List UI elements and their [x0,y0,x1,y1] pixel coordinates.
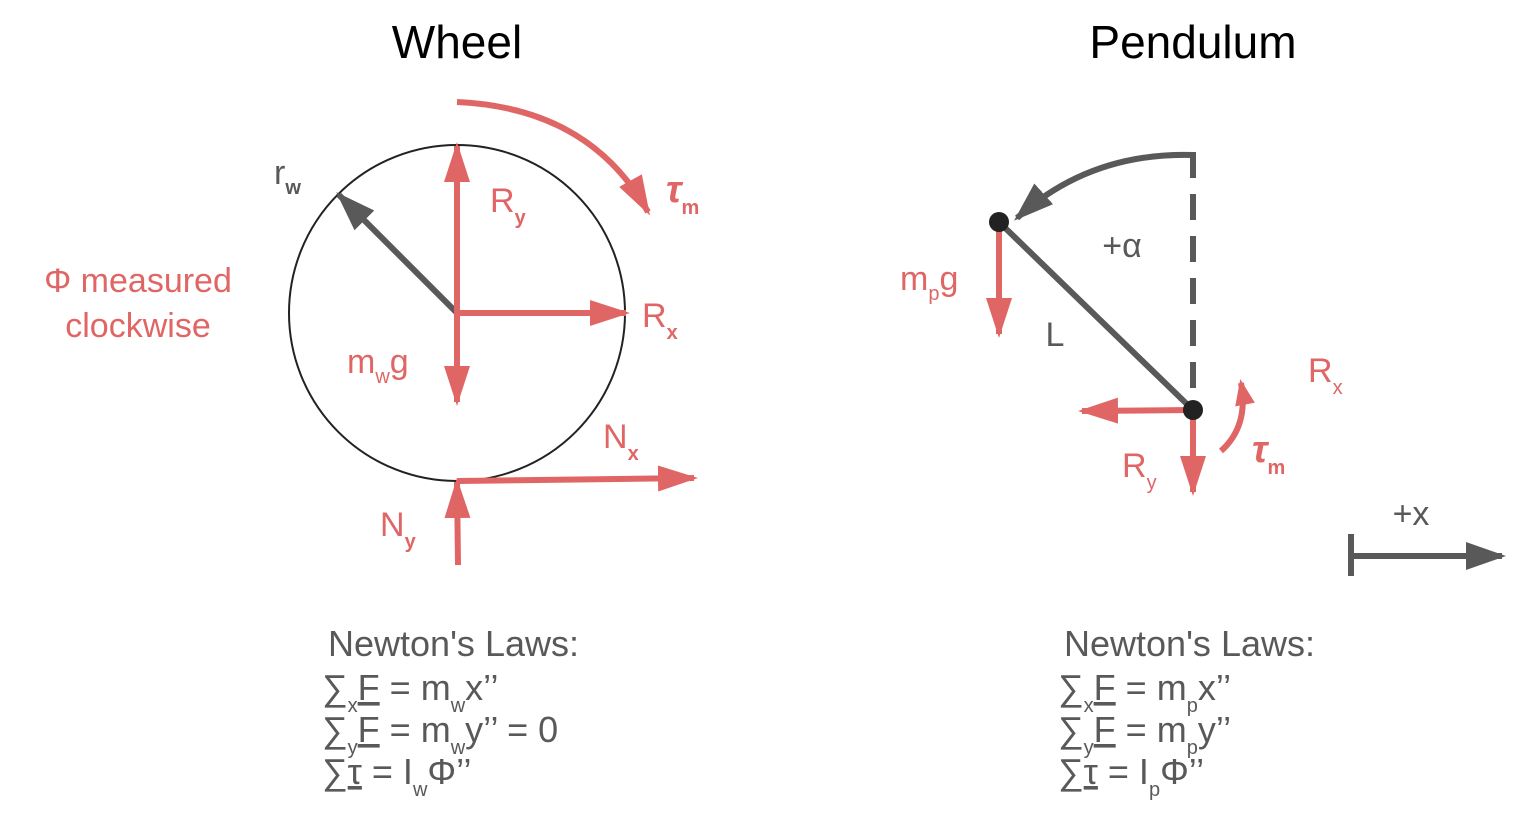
law-rhs: Φ’’ [1160,751,1204,792]
sum-index: x [1084,695,1094,717]
pendulum-laws: ∑xF = mpx’’∑yF = mpy’’∑τ = IpΦ’’ [1058,667,1231,801]
wheel-law-2: ∑yF = mwy’’ = 0 [322,709,558,759]
law-symbol: F [358,667,380,708]
pendulum-laws-title: Newton's Laws: [1064,623,1315,664]
law-equals: = m [1116,667,1187,708]
Nx-label: Nx [603,418,639,465]
sum-symbol: ∑ [1058,751,1084,792]
pendulum-torque-label: τm [1252,429,1285,479]
phi-note-line2: clockwise [65,307,210,345]
radius-arrow [336,192,460,316]
Nx-arrow [456,465,698,492]
law-symbol: τ [1084,751,1098,792]
sum-symbol: ∑ [322,667,348,708]
pendulum-mass-point [989,212,1009,232]
mass-subscript: p [1187,737,1198,759]
sum-index: y [1084,737,1094,759]
wheel-weight-label: mwg [347,343,409,388]
radius-label: rw [274,154,301,199]
wheel-laws: ∑xF = mwx’’∑yF = mwy’’ = 0∑τ = IwΦ’’ [322,667,558,801]
law-equals: = m [380,667,451,708]
motor-torque-arrow [456,99,651,216]
sum-symbol: ∑ [322,709,348,750]
sum-symbol: ∑ [1058,667,1084,708]
law-symbol: τ [348,751,362,792]
pendulum-law-3: ∑τ = IpΦ’’ [1058,751,1204,801]
mass-subscript: w [412,779,428,801]
length-label: L [1046,316,1065,354]
sum-symbol: ∑ [1058,709,1084,750]
law-symbol: F [1094,709,1116,750]
law-equals: = m [380,709,451,750]
sum-index: y [348,737,358,759]
pendulum-law-2: ∑yF = mpy’’ [1058,709,1231,759]
pendulum-torque-arrow [1218,379,1255,454]
angle-arrow [1014,151,1194,221]
pendulum-law-1: ∑xF = mpx’’ [1058,667,1231,717]
law-symbol: F [358,709,380,750]
law-rhs: Φ’’ [427,751,471,792]
pendulum-Rx-arrow [1078,397,1194,424]
sum-index: x [348,695,358,717]
law-symbol: F [1094,667,1116,708]
law-rhs: y’’ [1198,709,1231,750]
pendulum-title: Pendulum [1089,16,1296,68]
mass-subscript: w [450,695,466,717]
sum-symbol: ∑ [322,751,348,792]
mass-subscript: p [1187,695,1198,717]
angle-label: +α [1102,227,1142,265]
Rx-label: Rx [642,297,678,344]
Ny-label: Ny [380,506,417,553]
law-equals: = m [1116,709,1187,750]
law-rhs: y’’ = 0 [465,709,558,750]
law-rhs: x’’ [1198,667,1231,708]
wheel-law-1: ∑xF = mwx’’ [322,667,499,717]
wheel-torque-label: τm [666,169,699,219]
wheel-laws-title: Newton's Laws: [328,623,579,664]
law-rhs: x’’ [465,667,498,708]
Ny-arrow [444,478,471,566]
pivot-point [1183,400,1203,420]
mass-subscript: p [1149,779,1160,801]
x-axis-label: +x [1393,495,1430,533]
mass-subscript: w [450,737,466,759]
pendulum-rod [996,219,1196,413]
law-equals: = I [1098,751,1149,792]
phi-note-line1: Φ measured [44,262,232,300]
pendulum-Ry-label: Ry [1122,447,1157,494]
wheel-law-3: ∑τ = IwΦ’’ [322,751,471,801]
pendulum-Rx-label: Rx [1308,352,1343,399]
Ry-label: Ry [490,182,527,229]
law-equals: = I [362,751,413,792]
pendulum-weight-label: mpg [900,260,958,305]
wheel-title: Wheel [392,16,522,68]
